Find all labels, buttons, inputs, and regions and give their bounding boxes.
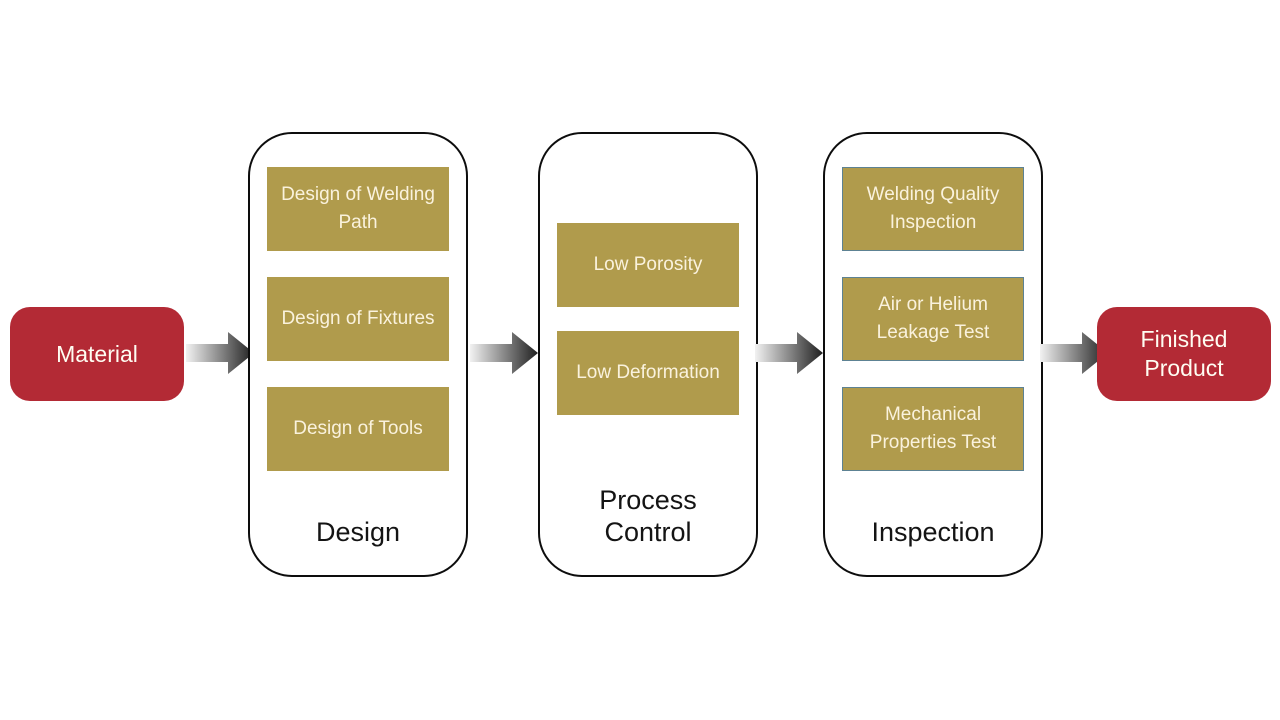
stage-item-label: Welding Quality Inspection <box>866 183 1000 234</box>
flow-arrow-icon <box>1040 332 1108 374</box>
stage-item: Air or Helium Leakage Test <box>842 277 1024 361</box>
stage-item: Low Deformation <box>557 331 739 415</box>
stage-label-process-control: Process Control <box>599 485 697 548</box>
stage-label-design: Design <box>315 517 401 548</box>
stage-item-label: Mechanical Properties Test <box>869 403 997 454</box>
stage-container-inspection: Welding Quality Inspection Air or Helium… <box>823 132 1043 577</box>
finished-product-node-label: Finished Product <box>1140 326 1228 381</box>
stage-container-design: Design of Welding Path Design of Fixture… <box>248 132 468 577</box>
stage-item: Design of Welding Path <box>267 167 449 251</box>
material-node: Material <box>10 307 184 401</box>
stage-item: Low Porosity <box>557 223 739 307</box>
flow-arrow-icon <box>186 332 254 374</box>
material-node-label: Material <box>56 340 138 367</box>
stage-item: Mechanical Properties Test <box>842 387 1024 471</box>
stage-item-label: Design of Fixtures <box>281 307 435 329</box>
stage-item: Design of Tools <box>267 387 449 471</box>
stage-item-label: Low Deformation <box>576 361 720 383</box>
finished-product-node: Finished Product <box>1097 307 1271 401</box>
stage-item-label: Design of Tools <box>293 417 423 439</box>
flow-arrow-icon <box>470 332 538 374</box>
stage-container-process-control: Low Porosity Low Deformation Process Con… <box>538 132 758 577</box>
stage-item: Design of Fixtures <box>267 277 449 361</box>
stage-item-label: Low Porosity <box>593 253 703 275</box>
flow-arrow-icon <box>755 332 823 374</box>
stage-item-label: Design of Welding Path <box>281 183 435 234</box>
stage-item: Welding Quality Inspection <box>842 167 1024 251</box>
stage-label-inspection: Inspection <box>871 517 995 548</box>
stage-item-label: Air or Helium Leakage Test <box>876 293 990 344</box>
